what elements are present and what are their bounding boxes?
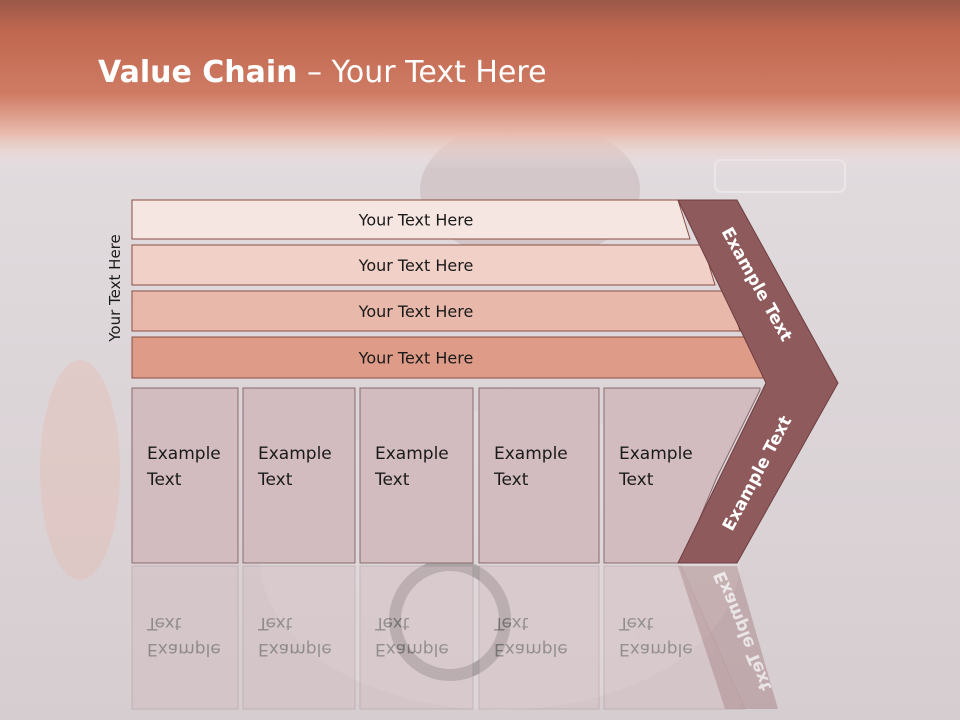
- column-label-line1: Example: [619, 444, 693, 464]
- row-label: Your Text Here: [358, 211, 474, 230]
- reflected-box: [131, 565, 239, 710]
- column-label-line1: Example: [375, 444, 449, 464]
- row-label: Your Text Here: [358, 302, 474, 321]
- reflected-box: [478, 565, 600, 710]
- reflected-chevron: [678, 566, 778, 709]
- column-label-line2: Text: [493, 470, 529, 490]
- column-label-line2: Text: [374, 470, 410, 490]
- row-band: [131, 290, 741, 332]
- column-box: [242, 387, 356, 564]
- column-box: [603, 387, 761, 564]
- column-label-line1: Example: [494, 444, 568, 464]
- slide-title: Value Chain – Your Text Here: [98, 55, 547, 90]
- header-band: [0, 0, 960, 170]
- column-label-line2: Text: [618, 470, 654, 490]
- reflected-box: [359, 565, 474, 710]
- chevron-shape: [677, 199, 839, 564]
- title-rest: – Your Text Here: [297, 55, 547, 90]
- column-box: [131, 387, 239, 564]
- column-box: [478, 387, 600, 564]
- column-label-line1: Example: [147, 444, 221, 464]
- reflected-label: Text: [374, 613, 410, 633]
- row-label: Your Text Here: [358, 256, 474, 275]
- column-box: [359, 387, 474, 564]
- reflected-label: Example: [619, 639, 693, 659]
- reflected-label: Text: [146, 613, 182, 633]
- reflected-label: Example: [494, 639, 568, 659]
- column-label-line2: Text: [257, 470, 293, 490]
- reflected-label: Text: [257, 613, 293, 633]
- row-label: Your Text Here: [358, 349, 474, 368]
- row-band: [131, 244, 716, 286]
- reflected-label: Example: [258, 639, 332, 659]
- reflected-label: Example: [375, 639, 449, 659]
- title-bold: Value Chain: [98, 55, 298, 90]
- reflected-label: Example: [147, 639, 221, 659]
- column-label-line2: Text: [146, 470, 182, 490]
- reflected-label: Text: [493, 613, 529, 633]
- side-label: Your Text Here: [106, 234, 124, 342]
- row-band: [131, 199, 691, 240]
- reflected-box: [603, 565, 746, 710]
- reflected-label: Text: [618, 613, 654, 633]
- column-label-line1: Example: [258, 444, 332, 464]
- reflected-box: [242, 565, 356, 710]
